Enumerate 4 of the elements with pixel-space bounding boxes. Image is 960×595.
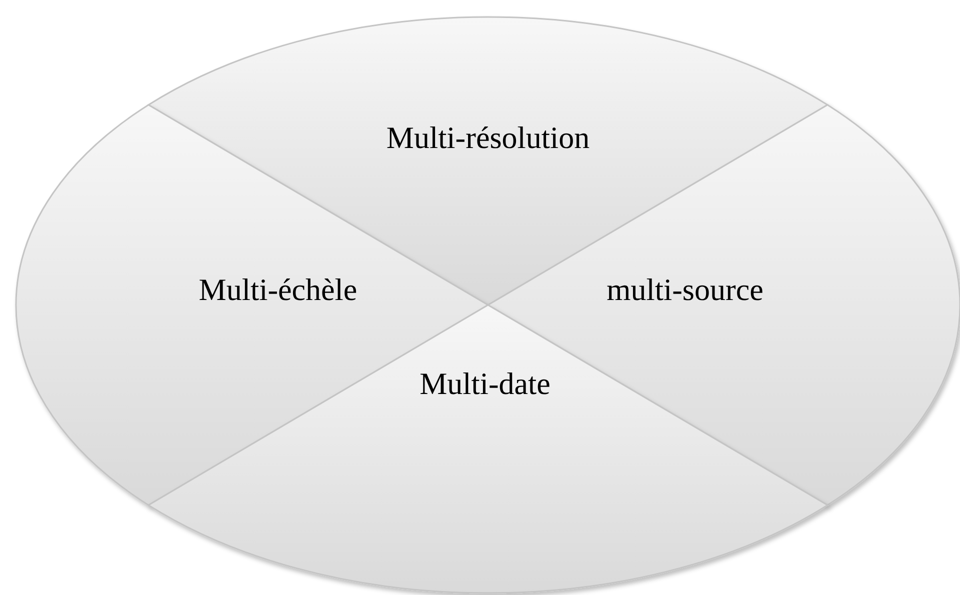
sector-label: Multi-résolution bbox=[386, 120, 590, 156]
sector-label: Multi-échèle bbox=[198, 272, 358, 308]
sector-label: Multi-date bbox=[420, 366, 550, 402]
sector-label: multi-source bbox=[606, 272, 764, 308]
